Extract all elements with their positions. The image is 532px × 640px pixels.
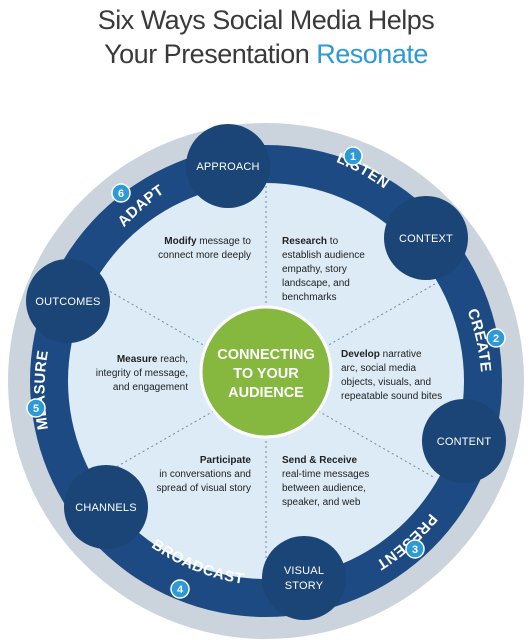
node-visual-story: VISUAL STORY [262,536,346,620]
svg-text:speaker, and web: speaker, and web [282,497,361,508]
svg-text:5: 5 [33,403,39,415]
svg-text:spread of visual story: spread of visual story [157,483,252,494]
svg-text:Develop narrative: Develop narrative [341,349,422,360]
svg-text:connect more deeply: connect more deeply [158,250,251,261]
desc-measure: Measure reach, integrity of message, and… [96,354,188,393]
title-line-2-prefix: Your Presentation [104,39,317,69]
node-channels-label: CHANNELS [75,502,137,514]
node-visual-story-label-2: STORY [285,580,324,592]
title-accent-word: Resonate [316,39,428,69]
svg-text:establish audience: establish audience [282,250,365,261]
svg-text:repeatable sound bites: repeatable sound bites [341,391,442,402]
svg-text:Measure reach,: Measure reach, [117,354,188,365]
node-visual-story-label-1: VISUAL [284,565,324,577]
title-line-1: Six Ways Social Media Helps [97,5,435,35]
node-outcomes: OUTCOMES [26,259,110,343]
svg-text:benchmarks: benchmarks [282,292,336,303]
svg-text:arc, social media: arc, social media [341,363,416,374]
stage-badge-1: 1 [343,146,363,166]
stage-badge-3: 3 [405,539,425,559]
desc-modify: Modify message to connect more deeply [158,236,251,261]
stage-badge-2: 2 [486,328,506,348]
stage-badge-4: 4 [170,579,190,599]
svg-text:and engagement: and engagement [113,382,188,393]
desc-send-receive: Send & Receive real-time messages betwee… [282,455,369,508]
stage-badge-6: 6 [111,183,131,203]
stage-badge-5: 5 [26,398,46,418]
center-line-1: CONNECTING [217,347,314,363]
center-line-3: AUDIENCE [228,385,304,401]
title-line-2: Your Presentation Resonate [0,38,532,70]
svg-text:between audience,: between audience, [282,483,366,494]
svg-text:4: 4 [177,584,184,596]
svg-text:3: 3 [412,544,418,556]
desc-develop: Develop narrative arc, social media obje… [341,349,442,402]
svg-text:empathy, story: empathy, story [282,264,347,275]
svg-text:objects, visuals, and: objects, visuals, and [341,377,431,388]
node-outcomes-label: OUTCOMES [35,296,100,308]
svg-text:integrity of message,: integrity of message, [96,368,188,379]
node-context: CONTEXT [384,196,468,280]
desc-participate: Participate in conversations and spread … [157,455,252,494]
node-content: CONTENT [422,399,506,483]
svg-text:real-time messages: real-time messages [282,469,369,480]
svg-text:Send & Receive: Send & Receive [282,455,357,466]
svg-text:Participate: Participate [200,455,252,466]
node-approach: APPROACH [186,124,270,208]
svg-text:landscape, and: landscape, and [282,278,350,289]
center-line-2: TO YOUR [233,366,299,382]
svg-text:Modify message to: Modify message to [164,236,251,247]
center-hub: CONNECTING TO YOUR AUDIENCE [199,305,333,439]
node-channels: CHANNELS [64,465,148,549]
node-context-label: CONTEXT [399,233,453,245]
svg-text:Research to: Research to [282,236,339,247]
node-content-label: CONTENT [437,436,492,448]
svg-text:1: 1 [350,151,356,163]
svg-text:2: 2 [493,333,499,345]
desc-research: Research to establish audience empathy, … [282,236,365,303]
svg-text:6: 6 [118,188,124,200]
svg-text:in conversations and: in conversations and [159,469,251,480]
node-approach-label: APPROACH [196,161,259,173]
